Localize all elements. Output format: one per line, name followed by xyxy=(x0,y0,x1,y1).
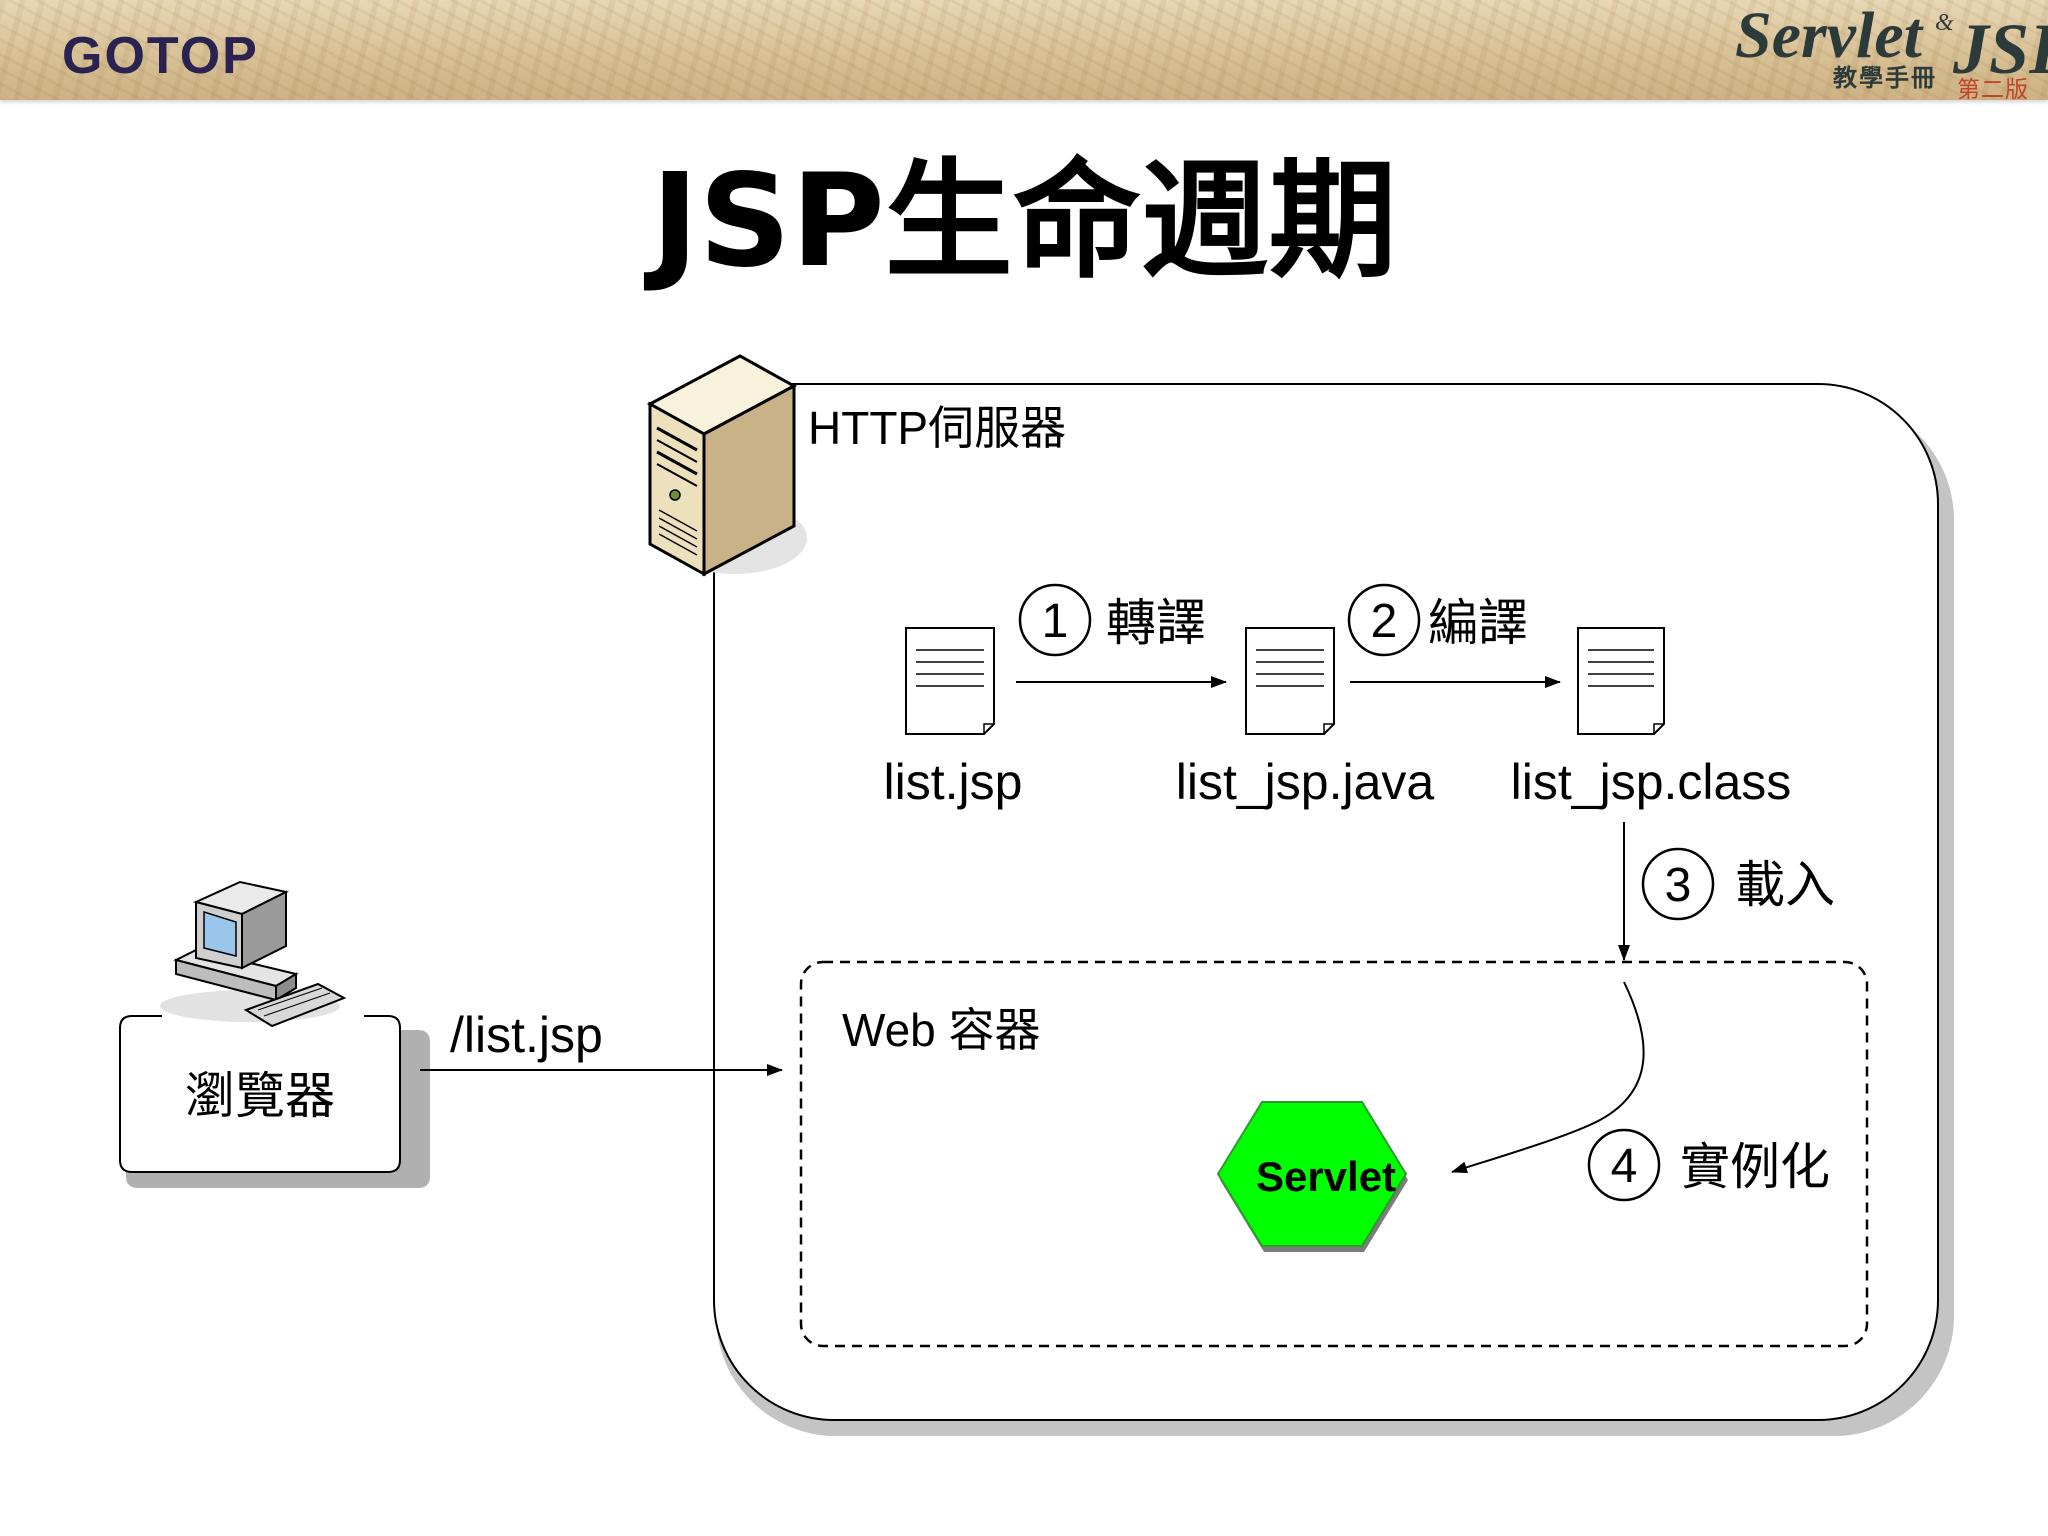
book-logo: Servlet & JSP 教學手冊 第二版 xyxy=(1735,0,2048,103)
book-logo-subtitle: 教學手冊 xyxy=(1833,64,1937,92)
step-label: 轉譯 xyxy=(1106,595,1206,651)
book-logo-word-servlet: Servlet xyxy=(1735,0,1922,72)
step-number: 2 xyxy=(1371,595,1398,648)
request-path-label: /list.jsp xyxy=(450,1007,603,1063)
web-container-label: Web 容器 xyxy=(842,1004,1041,1056)
header-banner: GOTOP Servlet & JSP 教學手冊 第二版 xyxy=(0,0,2048,103)
book-logo-edition: 第二版 xyxy=(1957,77,2029,103)
document-icon xyxy=(905,627,995,735)
step-badge xyxy=(1018,583,1092,657)
file-label: list.jsp xyxy=(884,754,1023,810)
publisher-logo: GOTOP xyxy=(62,27,259,85)
step-label: 編譯 xyxy=(1428,595,1528,651)
step-badge xyxy=(1587,1128,1661,1202)
step-number: 3 xyxy=(1665,859,1692,912)
servlet-hexagon xyxy=(1216,1101,1408,1247)
server-icon xyxy=(646,354,807,577)
step-number: 4 xyxy=(1611,1140,1638,1193)
browser-label: 瀏覽器 xyxy=(185,1068,335,1124)
arrow-instantiate xyxy=(1451,981,1645,1174)
file-label: list_jsp.java xyxy=(1176,754,1435,810)
step-badge xyxy=(1347,583,1421,657)
document-icon xyxy=(1245,627,1335,735)
servlet-label: Servlet xyxy=(1256,1153,1396,1200)
slide-title: JSP生命週期 xyxy=(651,147,1397,296)
web-container-box xyxy=(799,960,1869,1348)
computer-icon xyxy=(160,880,347,1028)
step-label: 實例化 xyxy=(1680,1139,1830,1195)
book-logo-word-jsp: JSP xyxy=(1953,9,2048,89)
file-label: list_jsp.class xyxy=(1511,754,1792,810)
book-logo-ampersand: & xyxy=(1935,10,1954,36)
browser-box xyxy=(119,1015,401,1173)
step-number: 1 xyxy=(1042,595,1069,648)
step-label: 載入 xyxy=(1735,857,1835,913)
step-badge xyxy=(1641,847,1715,921)
document-icon xyxy=(1577,627,1665,735)
server-label: HTTP伺服器 xyxy=(808,402,1066,454)
